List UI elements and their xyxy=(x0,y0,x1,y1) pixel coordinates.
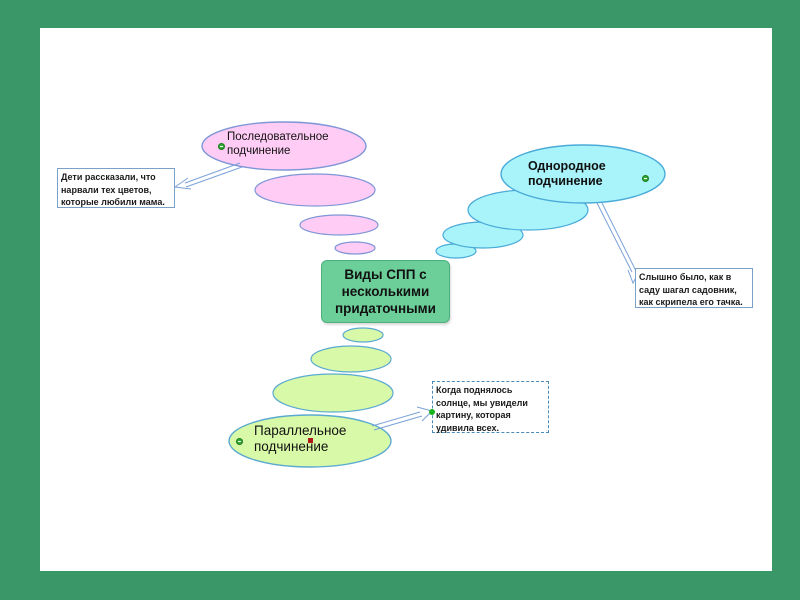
sequential-example-box[interactable]: Дети рассказали, что нарвали тех цветов,… xyxy=(57,168,175,208)
parallel-callout-arrow xyxy=(371,406,433,431)
parallel-example-box[interactable]: Когда поднялось солнце, мы увидели карти… xyxy=(432,381,549,433)
homogeneous-label-line-2: подчинение xyxy=(528,174,603,188)
center-node-line-1: Виды СПП с xyxy=(344,266,427,282)
sequential-label-line-2: подчинение xyxy=(227,144,291,157)
sequential-node-label: Последовательное подчинение xyxy=(227,131,329,159)
center-node[interactable]: Виды СПП с несколькими придаточными xyxy=(321,260,450,323)
homogeneous-example-line-2: саду шагал садовник, xyxy=(639,284,737,295)
homogeneous-callout-arrow xyxy=(596,202,641,285)
sequential-bubble-1 xyxy=(334,241,376,255)
homogeneous-collapse-icon[interactable] xyxy=(642,175,649,182)
parallel-example-line-4: удивила всех. xyxy=(436,422,500,433)
sequential-callout-arrow xyxy=(173,162,243,190)
parallel-bubble-2 xyxy=(310,345,392,373)
parallel-label-line-1: Параллельное xyxy=(254,423,347,438)
parallel-node-label: Параллельное подчинение xyxy=(254,423,346,455)
parallel-bubble-3 xyxy=(272,373,394,413)
sequential-node[interactable] xyxy=(201,121,367,171)
sequential-bubble-2 xyxy=(299,214,379,236)
parallel-example-line-2: солнце, мы увидели xyxy=(436,397,528,408)
sequential-bubble-3 xyxy=(254,173,376,207)
sequential-label-line-1: Последовательное xyxy=(227,131,329,143)
parallel-collapse-icon[interactable] xyxy=(236,438,243,445)
homogeneous-example-line-1: Слышно было, как в xyxy=(639,272,732,282)
sequential-connector-bubbles xyxy=(254,173,379,255)
center-node-line-2: несколькими xyxy=(341,283,430,299)
center-node-line-3: придаточными xyxy=(335,301,436,317)
selection-handle-icon[interactable] xyxy=(308,438,313,443)
sequential-example-line-1: Дети рассказали, что xyxy=(61,172,156,182)
parallel-label-line-2: подчинение xyxy=(254,439,329,455)
homogeneous-label-line-1: Однородное xyxy=(528,159,606,173)
parallel-connector-bubbles xyxy=(272,327,394,413)
homogeneous-example-box[interactable]: Слышно было, как в саду шагал садовник, … xyxy=(635,268,753,308)
sequential-example-line-2: нарвали тех цветов, xyxy=(61,184,152,195)
parallel-example-line-1: Когда поднялось xyxy=(436,385,513,395)
homogeneous-node[interactable] xyxy=(500,144,666,204)
homogeneous-node-label: Однородное подчинение xyxy=(528,159,606,189)
parallel-example-line-3: картину, которая xyxy=(436,410,511,421)
parallel-bubble-1 xyxy=(342,327,384,343)
connector-endpoint-handle[interactable] xyxy=(429,409,435,415)
homogeneous-example-line-3: как скрипела его тачка. xyxy=(639,297,743,308)
sequential-collapse-icon[interactable] xyxy=(218,143,225,150)
sequential-example-line-3: которые любили мама. xyxy=(61,197,165,208)
